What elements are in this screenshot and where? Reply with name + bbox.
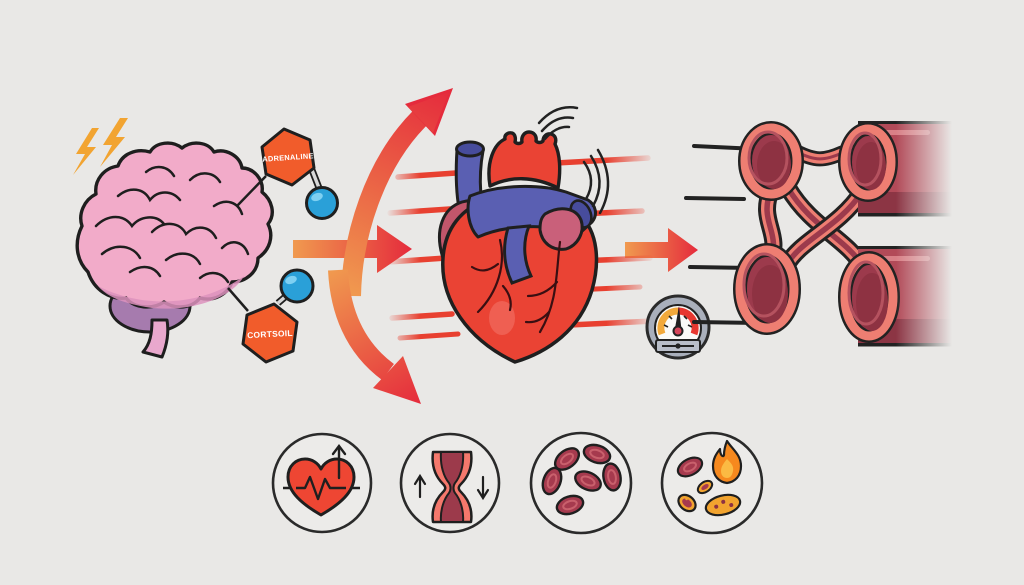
cortisol-hexagon <box>241 302 299 364</box>
narrowed-vessel-arrows-icon <box>399 432 501 534</box>
lipid-cell-large <box>704 493 742 517</box>
pressure-gauge-icon <box>645 294 711 360</box>
flame-icon <box>711 439 743 485</box>
anatomical-heart-icon <box>385 106 657 364</box>
adrenaline-hexagon <box>260 127 316 187</box>
hormone-molecules: ADRENALINE CORTSOIL <box>227 127 339 364</box>
effect-badges <box>271 431 764 535</box>
vessel-ring-top-left <box>738 121 804 201</box>
vessel-ring-bottom-right <box>838 251 900 343</box>
adrenaline-molecule: ADRENALINE <box>260 127 339 220</box>
vessel-ring-top-right <box>838 122 898 202</box>
adrenaline-label: ADRENALINE <box>262 151 314 164</box>
blood-cell <box>676 456 704 478</box>
coronary-vessels <box>470 238 562 334</box>
arrow-heart-to-vessels <box>625 228 698 272</box>
platelet-cell <box>696 479 714 495</box>
lipid-cell <box>677 493 697 513</box>
brain-with-lightning-icon <box>73 118 274 359</box>
brain-gyri <box>94 165 250 284</box>
brain-shading <box>98 276 244 309</box>
gauge-arc-orange <box>657 307 679 336</box>
gauge-needle <box>674 306 682 331</box>
brainstem <box>141 318 170 359</box>
heart-ecg-up-arrow-icon <box>271 432 373 534</box>
cells-with-flame-icon <box>660 431 764 535</box>
aorta <box>487 130 562 190</box>
down-arrow <box>476 475 490 501</box>
heart-right-appendage <box>538 207 584 251</box>
gauge-arc-red <box>677 307 699 336</box>
gauge-needle-hub <box>672 325 684 337</box>
capillary-vessels-icon <box>684 100 966 370</box>
adrenaline-atom <box>305 186 339 220</box>
blood-cell <box>541 443 622 516</box>
arrow-curved-down <box>328 269 421 404</box>
brain-to-cortisol-bond <box>227 287 249 312</box>
flow-arrows <box>293 88 698 404</box>
vessel-ring-bottom-left <box>733 243 801 335</box>
red-blood-cells-icon <box>529 431 633 535</box>
cortisol-atom <box>279 268 315 304</box>
up-arrow <box>413 473 427 499</box>
brain-to-adrenaline-bond <box>236 175 267 207</box>
cortisol-molecule: CORTSOIL <box>241 268 315 364</box>
arrow-curved-up <box>341 88 453 297</box>
cortisol-label: CORTSOIL <box>247 328 293 340</box>
heartbeat-vibration-arcs <box>537 106 610 215</box>
up-arrow <box>331 444 347 480</box>
tube-fade-overlay <box>896 100 966 370</box>
lightning-bolt-icon <box>73 118 128 175</box>
